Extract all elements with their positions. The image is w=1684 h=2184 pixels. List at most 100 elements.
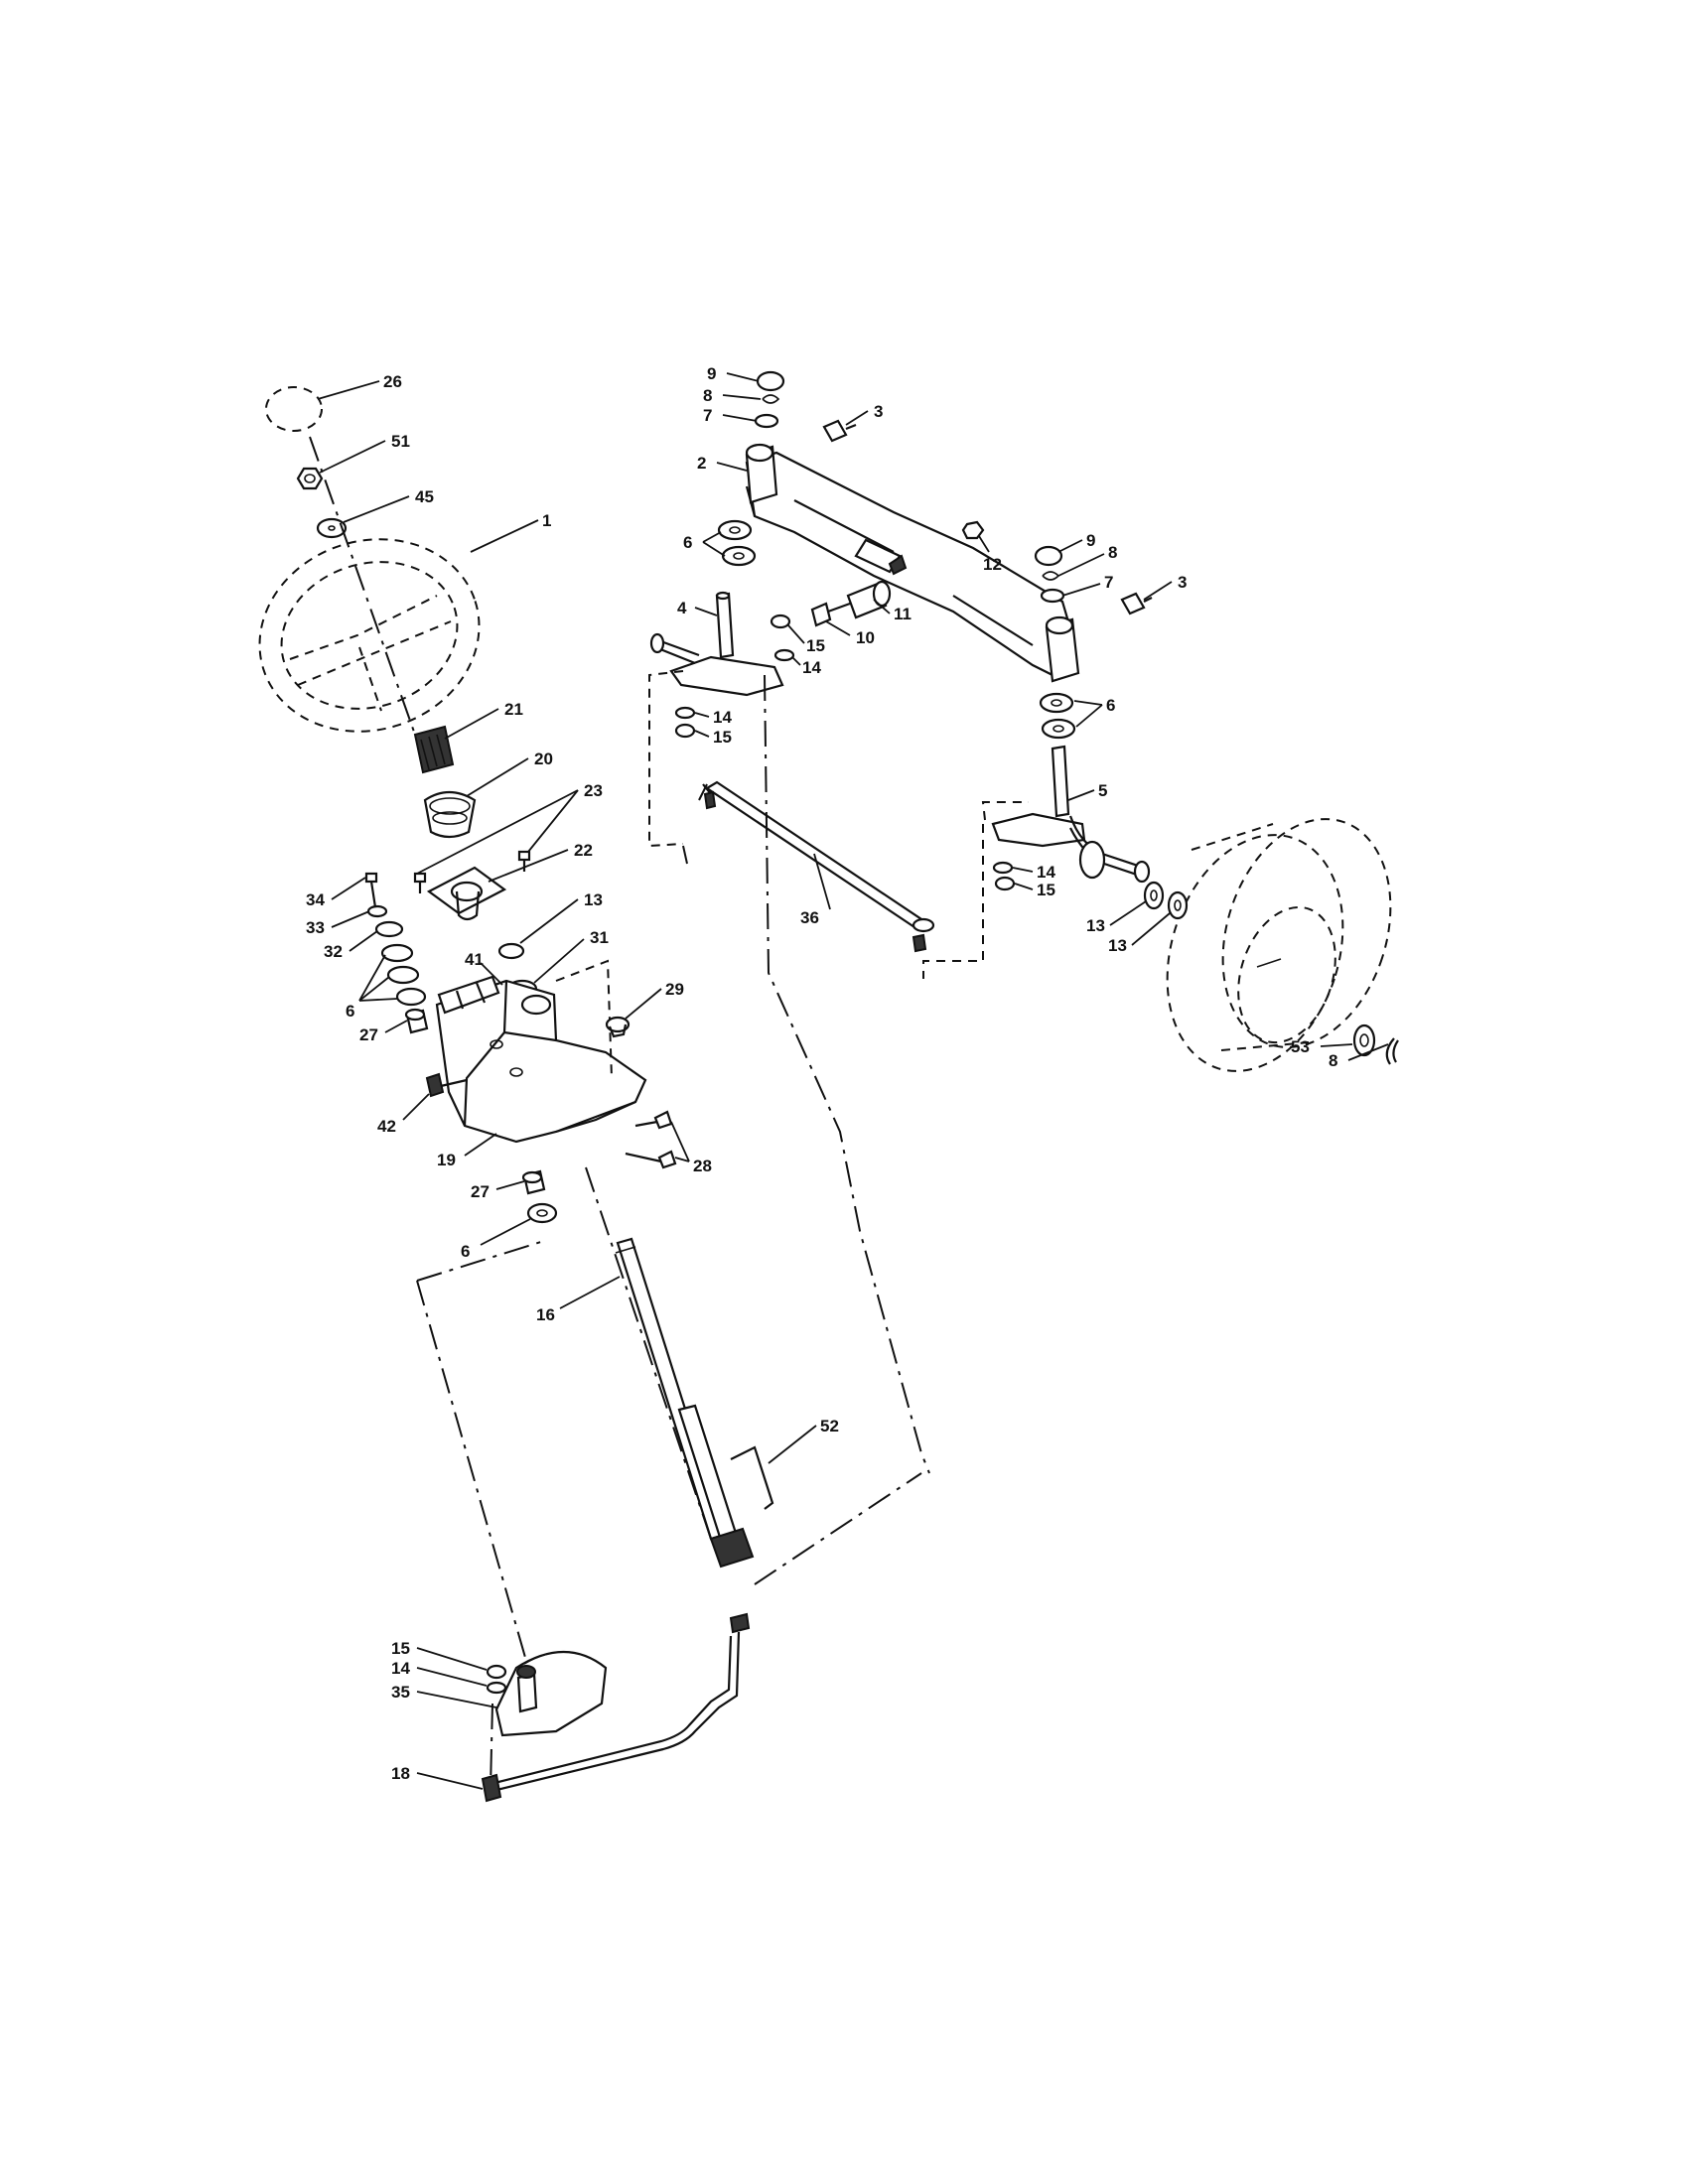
clip-52 <box>730 1445 774 1510</box>
svg-text:8: 8 <box>1329 1051 1337 1070</box>
callout-34: 34 <box>306 877 366 909</box>
svg-text:51: 51 <box>391 432 410 451</box>
callout-7a: 7 <box>703 406 758 425</box>
bushing-29 <box>605 1016 631 1038</box>
svg-text:4: 4 <box>677 599 687 617</box>
svg-text:15: 15 <box>391 1639 410 1658</box>
svg-text:11: 11 <box>894 605 912 623</box>
cap-9b <box>1034 545 1063 567</box>
svg-text:5: 5 <box>1098 781 1107 800</box>
sector-gear <box>494 1651 608 1737</box>
washer-14c <box>674 706 696 720</box>
bolts-28 <box>625 1110 677 1169</box>
callout-41: 41 <box>465 950 503 986</box>
callout-29: 29 <box>625 980 684 1020</box>
bearing-6c <box>717 519 757 567</box>
svg-text:21: 21 <box>504 700 523 719</box>
svg-text:27: 27 <box>471 1182 490 1201</box>
callout-19: 19 <box>437 1133 497 1169</box>
callout-13a: 13 <box>519 890 603 944</box>
spindle-left <box>649 591 784 697</box>
callout-3b: 3 <box>1143 573 1187 601</box>
bolt-10 <box>810 602 851 627</box>
svg-text:8: 8 <box>1108 543 1117 562</box>
svg-text:13: 13 <box>1108 936 1127 955</box>
svg-text:9: 9 <box>707 364 716 383</box>
callout-8c: 8 <box>1329 1043 1389 1070</box>
callout-8a: 8 <box>703 386 762 405</box>
svg-text:35: 35 <box>391 1683 410 1702</box>
callout-15b: 15 <box>787 624 825 655</box>
svg-text:10: 10 <box>856 628 875 647</box>
callout-7b: 7 <box>1061 573 1113 597</box>
callout-51: 51 <box>319 432 410 474</box>
spindle-right <box>991 745 1151 884</box>
svg-text:52: 52 <box>820 1417 839 1435</box>
cap-9a <box>756 370 785 392</box>
svg-text:41: 41 <box>465 950 484 969</box>
bearing-6-stack <box>380 943 427 1007</box>
callout-6c: 6 <box>683 531 726 557</box>
svg-text:23: 23 <box>584 781 603 800</box>
callout-18: 18 <box>391 1764 484 1790</box>
bolt-23a <box>413 872 427 893</box>
callout-5: 5 <box>1067 781 1107 801</box>
callout-13b: 13 <box>1086 900 1147 935</box>
callout-15d: 15 <box>1014 881 1055 899</box>
svg-text:3: 3 <box>874 402 883 421</box>
svg-text:19: 19 <box>437 1151 456 1169</box>
washer-7b <box>1040 588 1065 604</box>
callout-14b: 14 <box>791 656 821 677</box>
washer-14b <box>773 648 795 662</box>
callout-9a: 9 <box>707 364 760 383</box>
callout-53: 53 <box>1291 1037 1353 1056</box>
bushing-27b <box>521 1169 546 1195</box>
callout-6d: 6 <box>1073 696 1115 728</box>
callout-16: 16 <box>536 1276 621 1324</box>
callout-15c: 15 <box>694 728 732 747</box>
steering-bellow <box>423 790 477 839</box>
callout-33: 33 <box>306 910 370 937</box>
svg-text:8: 8 <box>703 386 712 405</box>
callout-1: 1 <box>470 511 551 553</box>
callout-4: 4 <box>677 599 718 617</box>
axle-pivot-right <box>1045 615 1080 683</box>
svg-text:45: 45 <box>415 487 434 506</box>
svg-text:14: 14 <box>713 708 732 727</box>
svg-text:14: 14 <box>391 1659 410 1678</box>
fitting-3a <box>822 419 857 443</box>
callout-6a: 6 <box>346 954 398 1021</box>
ring-8c <box>1385 1037 1399 1065</box>
bolt-23b <box>517 850 531 872</box>
callout-10: 10 <box>825 620 875 647</box>
svg-text:28: 28 <box>693 1157 712 1175</box>
svg-text:33: 33 <box>306 918 325 937</box>
svg-text:53: 53 <box>1291 1037 1310 1056</box>
callout-9b: 9 <box>1057 531 1095 553</box>
washer-7a <box>754 413 779 429</box>
callout-52: 52 <box>768 1417 839 1464</box>
washer-13b <box>1143 881 1165 910</box>
nut-15b <box>770 614 791 629</box>
svg-text:42: 42 <box>377 1117 396 1136</box>
fitting-3b <box>1120 592 1153 615</box>
svg-text:32: 32 <box>324 942 343 961</box>
callout-12: 12 <box>978 535 1002 574</box>
callout-31: 31 <box>533 928 609 984</box>
callout-3a: 3 <box>845 402 883 426</box>
svg-text:14: 14 <box>802 658 821 677</box>
svg-text:27: 27 <box>359 1025 378 1044</box>
steering-washer <box>316 517 348 539</box>
steering-adapter <box>413 725 455 774</box>
svg-text:15: 15 <box>1037 881 1055 899</box>
front-axle <box>745 451 1074 677</box>
callout-21: 21 <box>444 700 523 740</box>
axle-pivot-left <box>745 443 778 504</box>
steering-nut <box>296 467 324 490</box>
svg-text:15: 15 <box>806 636 825 655</box>
bolt-34 <box>364 872 378 908</box>
nut-15a <box>486 1664 507 1680</box>
svg-text:6: 6 <box>1106 696 1115 715</box>
svg-text:18: 18 <box>391 1764 410 1783</box>
